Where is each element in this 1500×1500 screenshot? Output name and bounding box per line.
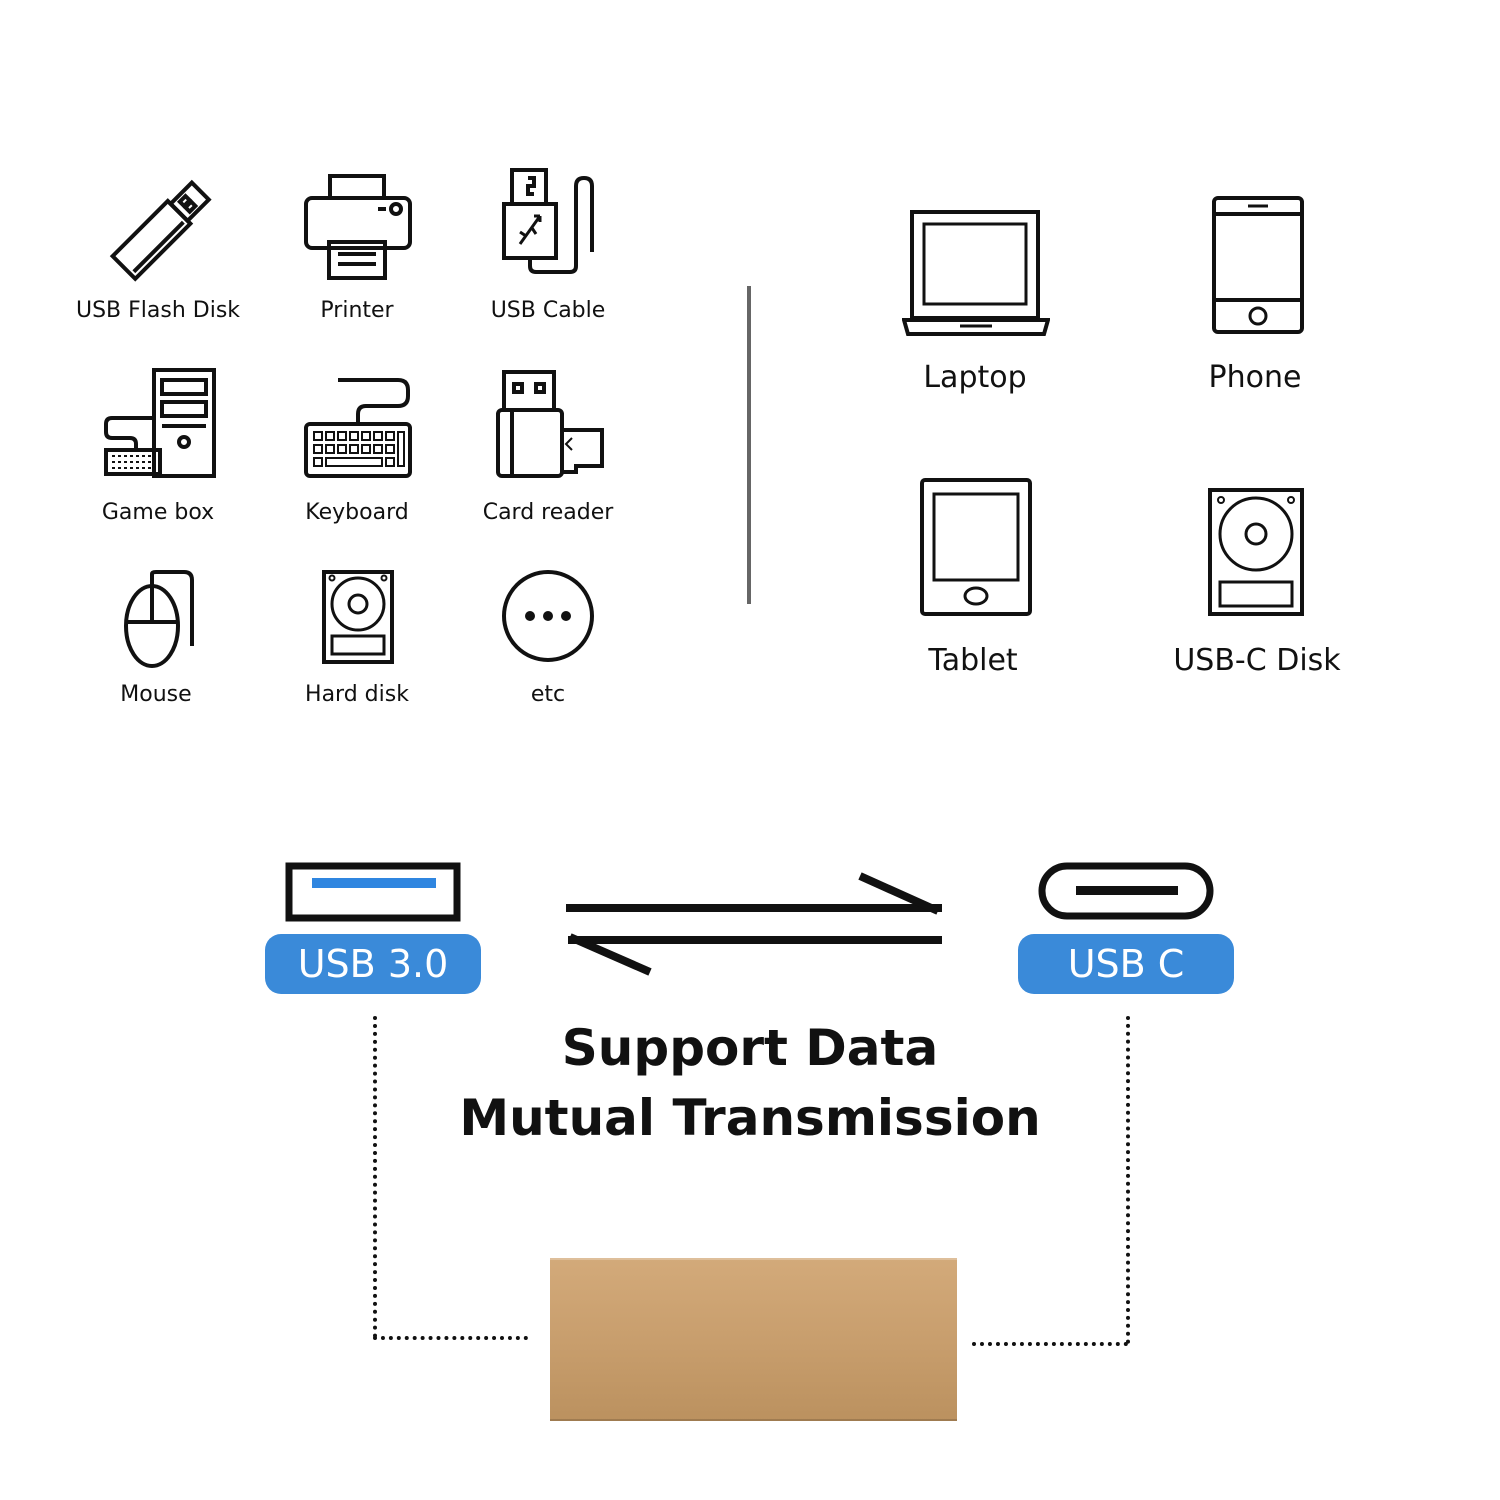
usb-c-badge: USB C xyxy=(1018,934,1234,994)
mouse-icon xyxy=(124,570,194,668)
ssd-enclosure-image xyxy=(550,1258,957,1421)
headline-line-1: Support Data xyxy=(561,1019,939,1077)
right-dotted-connector xyxy=(972,1342,1128,1346)
usb-c-disk-icon xyxy=(1208,488,1304,616)
printer-icon xyxy=(304,174,412,280)
device-label: Keyboard xyxy=(305,500,409,525)
usb-3-0-badge: USB 3.0 xyxy=(265,934,481,994)
device-label: Mouse xyxy=(120,682,192,707)
usb-a-port-icon xyxy=(285,862,461,922)
game-box-icon xyxy=(104,368,216,478)
left-dotted-connector xyxy=(373,1016,377,1338)
laptop-icon xyxy=(902,210,1050,336)
card-reader-icon xyxy=(496,370,604,478)
device-label: Game box xyxy=(101,500,215,525)
more-icon xyxy=(502,570,594,662)
section-divider xyxy=(747,286,751,604)
phone-icon xyxy=(1212,196,1304,334)
device-label: USB Flash Disk xyxy=(75,298,241,323)
headline-line-2: Mutual Transmission xyxy=(459,1089,1041,1147)
right-dotted-connector xyxy=(1126,1016,1130,1344)
device-label: USB Cable xyxy=(490,298,606,323)
usb-cable-icon xyxy=(502,168,594,274)
bidirectional-transfer-arrows-icon xyxy=(566,872,942,976)
device-label: Phone xyxy=(1208,360,1302,395)
device-label: Printer xyxy=(320,298,394,323)
device-label: Laptop xyxy=(923,360,1027,395)
left-dotted-connector xyxy=(373,1336,528,1340)
keyboard-icon xyxy=(304,378,412,478)
device-label: Card reader xyxy=(482,500,614,525)
hard-disk-icon xyxy=(322,570,394,664)
device-label: Tablet xyxy=(928,643,1018,678)
device-label: etc xyxy=(530,682,566,707)
tablet-icon xyxy=(920,478,1032,616)
usb-c-port-icon xyxy=(1038,862,1214,920)
device-label: USB-C Disk xyxy=(1173,643,1341,678)
usb-flash-disk-icon xyxy=(109,179,212,282)
device-label: Hard disk xyxy=(305,682,409,707)
